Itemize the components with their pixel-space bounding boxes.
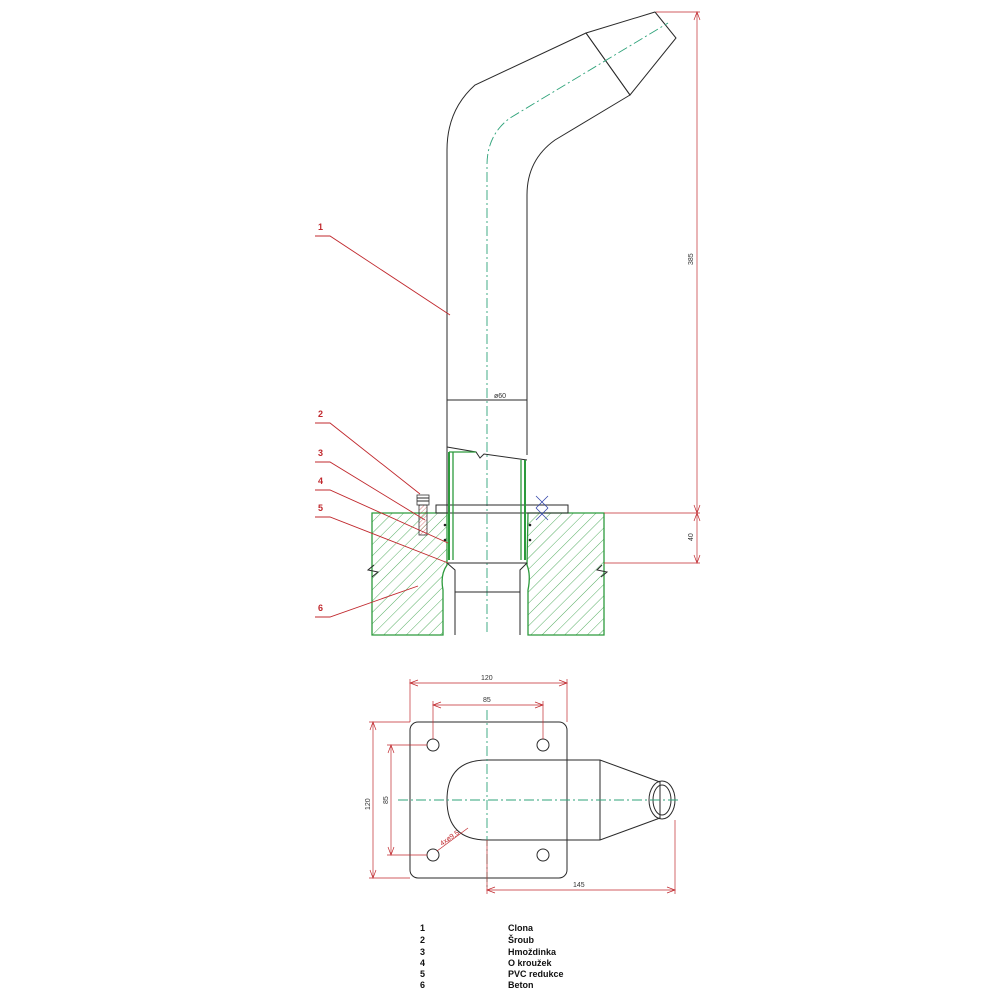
dimension-plate-width: 120: [481, 675, 493, 682]
top-view: 120 85 120 85 145 4xø9,5: [365, 675, 680, 894]
dimension-total-height: 385: [688, 253, 695, 265]
top-dimensions: [369, 679, 676, 894]
height-dimensions: [604, 11, 701, 564]
legend-name-3: Hmoždinka: [508, 947, 557, 957]
legend-name-5: PVC redukce: [508, 969, 564, 979]
side-view: 1 2 3 4 5 6 ø60 385 40: [315, 11, 701, 636]
leader-lines: [315, 235, 451, 618]
parts-legend: 1 Clona 2 Šroub 3 Hmoždinka 4 O kroužek …: [420, 923, 564, 990]
o-rings: [443, 523, 532, 542]
legend-num-3: 3: [420, 947, 425, 957]
legend-num-2: 2: [420, 935, 425, 945]
part-label-4: 4: [318, 476, 323, 486]
dimension-length: 145: [573, 882, 585, 889]
legend-name-4: O kroužek: [508, 958, 553, 968]
dimension-hole-spacing-h: 85: [483, 697, 491, 704]
dimension-hole-diameter: 4xø9,5: [439, 830, 461, 848]
pvc-reduction: [446, 562, 528, 635]
sleeve: [448, 451, 526, 560]
part-label-1: 1: [318, 222, 323, 232]
legend-num-1: 1: [420, 923, 425, 933]
legend-num-6: 6: [420, 980, 425, 990]
legend-name-2: Šroub: [508, 934, 535, 945]
legend-num-4: 4: [420, 958, 425, 968]
dimension-plate-height: 120: [365, 798, 372, 810]
part-label-3: 3: [318, 448, 323, 458]
part-label-2: 2: [318, 409, 323, 419]
part-label-5: 5: [318, 503, 323, 513]
dimension-pipe-diameter: ø60: [494, 393, 506, 400]
screw-assembly: [416, 494, 430, 536]
pipe-outline: [446, 11, 677, 555]
concrete-block: [366, 512, 609, 636]
screw-symbol: [535, 495, 549, 521]
legend-name-6: Beton: [508, 980, 534, 990]
legend-num-5: 5: [420, 969, 425, 979]
base-plate: [435, 504, 569, 514]
pipe-centerline: [486, 22, 669, 632]
legend-name-1: Clona: [508, 923, 534, 933]
dimension-base-height: 40: [688, 533, 695, 541]
part-label-6: 6: [318, 603, 323, 613]
dimension-hole-spacing-v: 85: [383, 796, 390, 804]
